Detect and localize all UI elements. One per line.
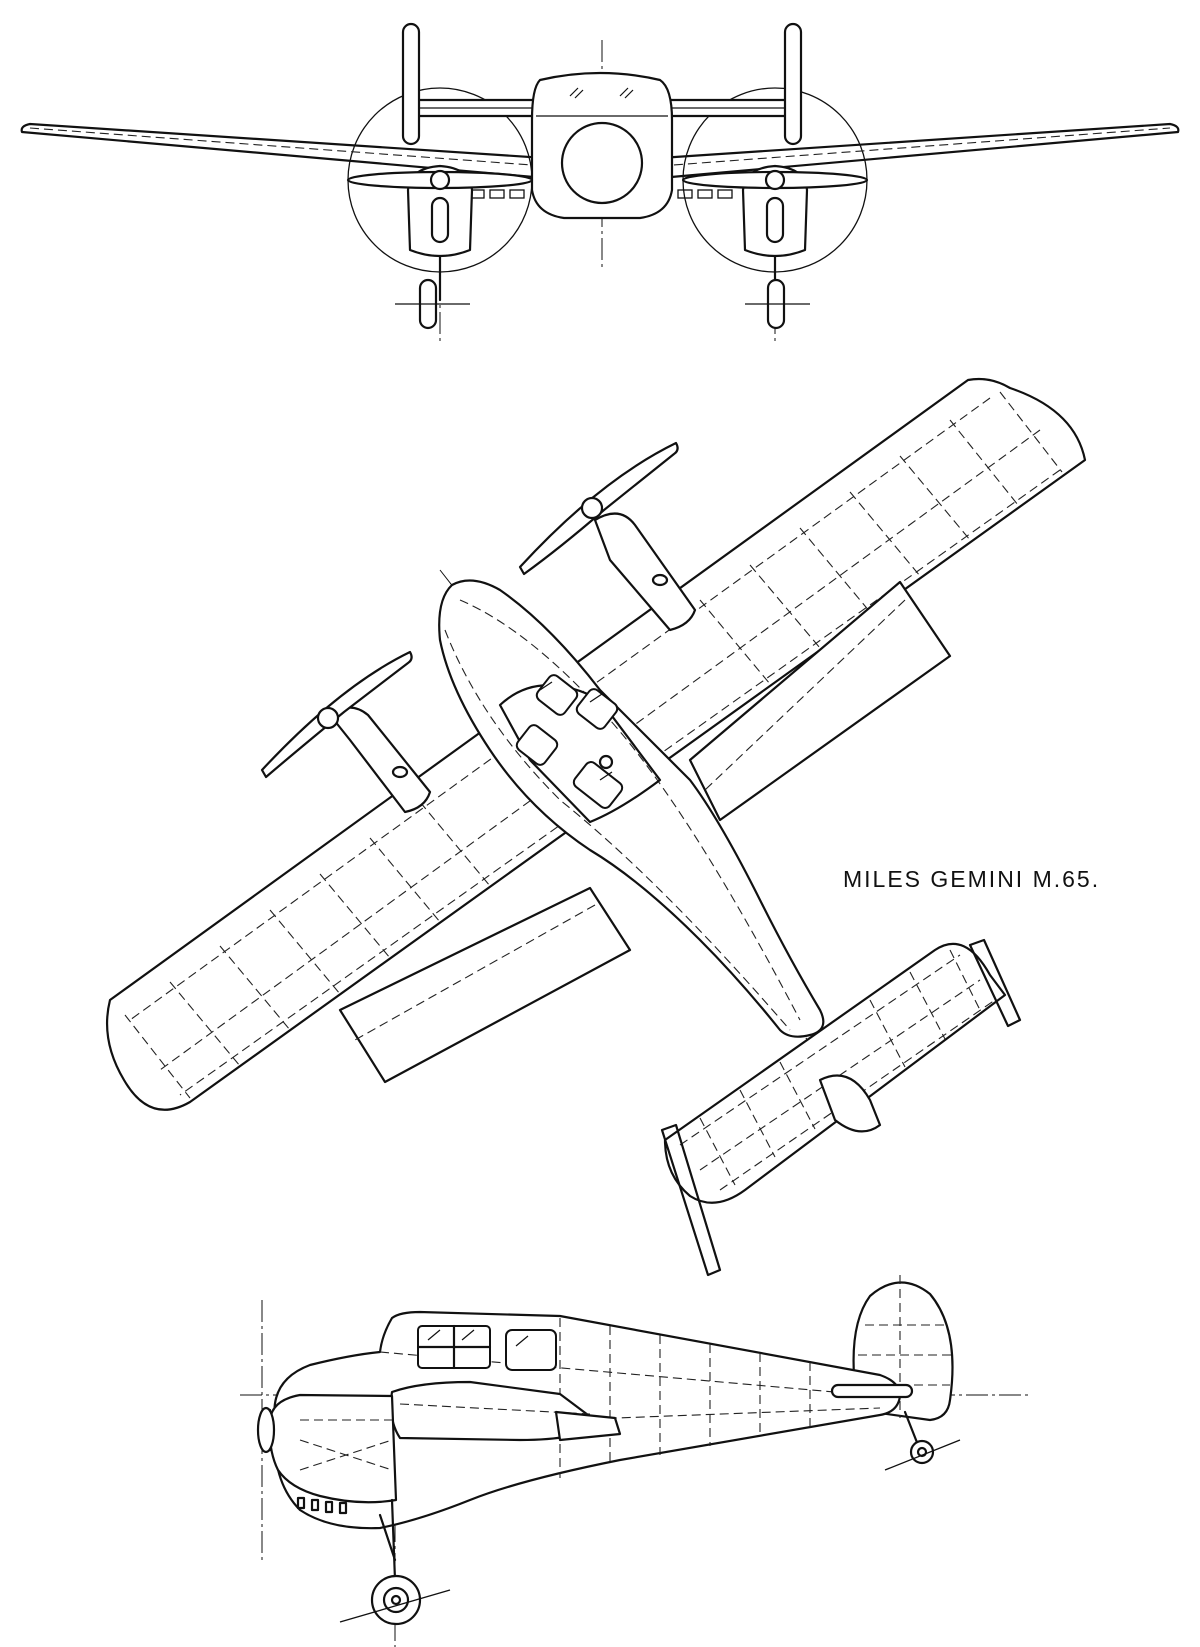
front-fuselage-nose	[560, 121, 644, 205]
side-tailplane	[830, 1383, 914, 1399]
plan-fuselage	[438, 579, 825, 1038]
side-fuselage-frames	[559, 1318, 811, 1478]
front-view	[20, 22, 1180, 345]
plan-wing-ribs	[124, 391, 1063, 1099]
side-engine-nacelle	[268, 1393, 398, 1504]
plan-left-nacelle	[328, 706, 432, 814]
side-cabin-windows	[416, 1324, 557, 1371]
plan-tailplane	[663, 942, 1007, 1204]
right-flap	[688, 580, 952, 822]
front-fuselage	[530, 71, 674, 220]
side-exhaust-stubs	[296, 1496, 348, 1515]
side-main-wheel	[370, 1574, 422, 1626]
front-wing	[20, 122, 1180, 180]
plan-right-fin	[968, 938, 1022, 1028]
plan-view	[105, 377, 1087, 1277]
plan-right-nacelle	[593, 512, 697, 632]
plan-tailplane-ribs	[699, 949, 981, 1186]
left-fin	[401, 22, 421, 146]
side-view	[240, 1275, 1030, 1647]
right-fin	[783, 22, 803, 146]
left-flap	[338, 886, 632, 1084]
side-propeller	[256, 1406, 276, 1454]
plan-cabin	[498, 674, 662, 824]
drawing-title: MILES GEMINI M.65.	[843, 866, 1101, 892]
plan-left-fin	[660, 1123, 722, 1277]
